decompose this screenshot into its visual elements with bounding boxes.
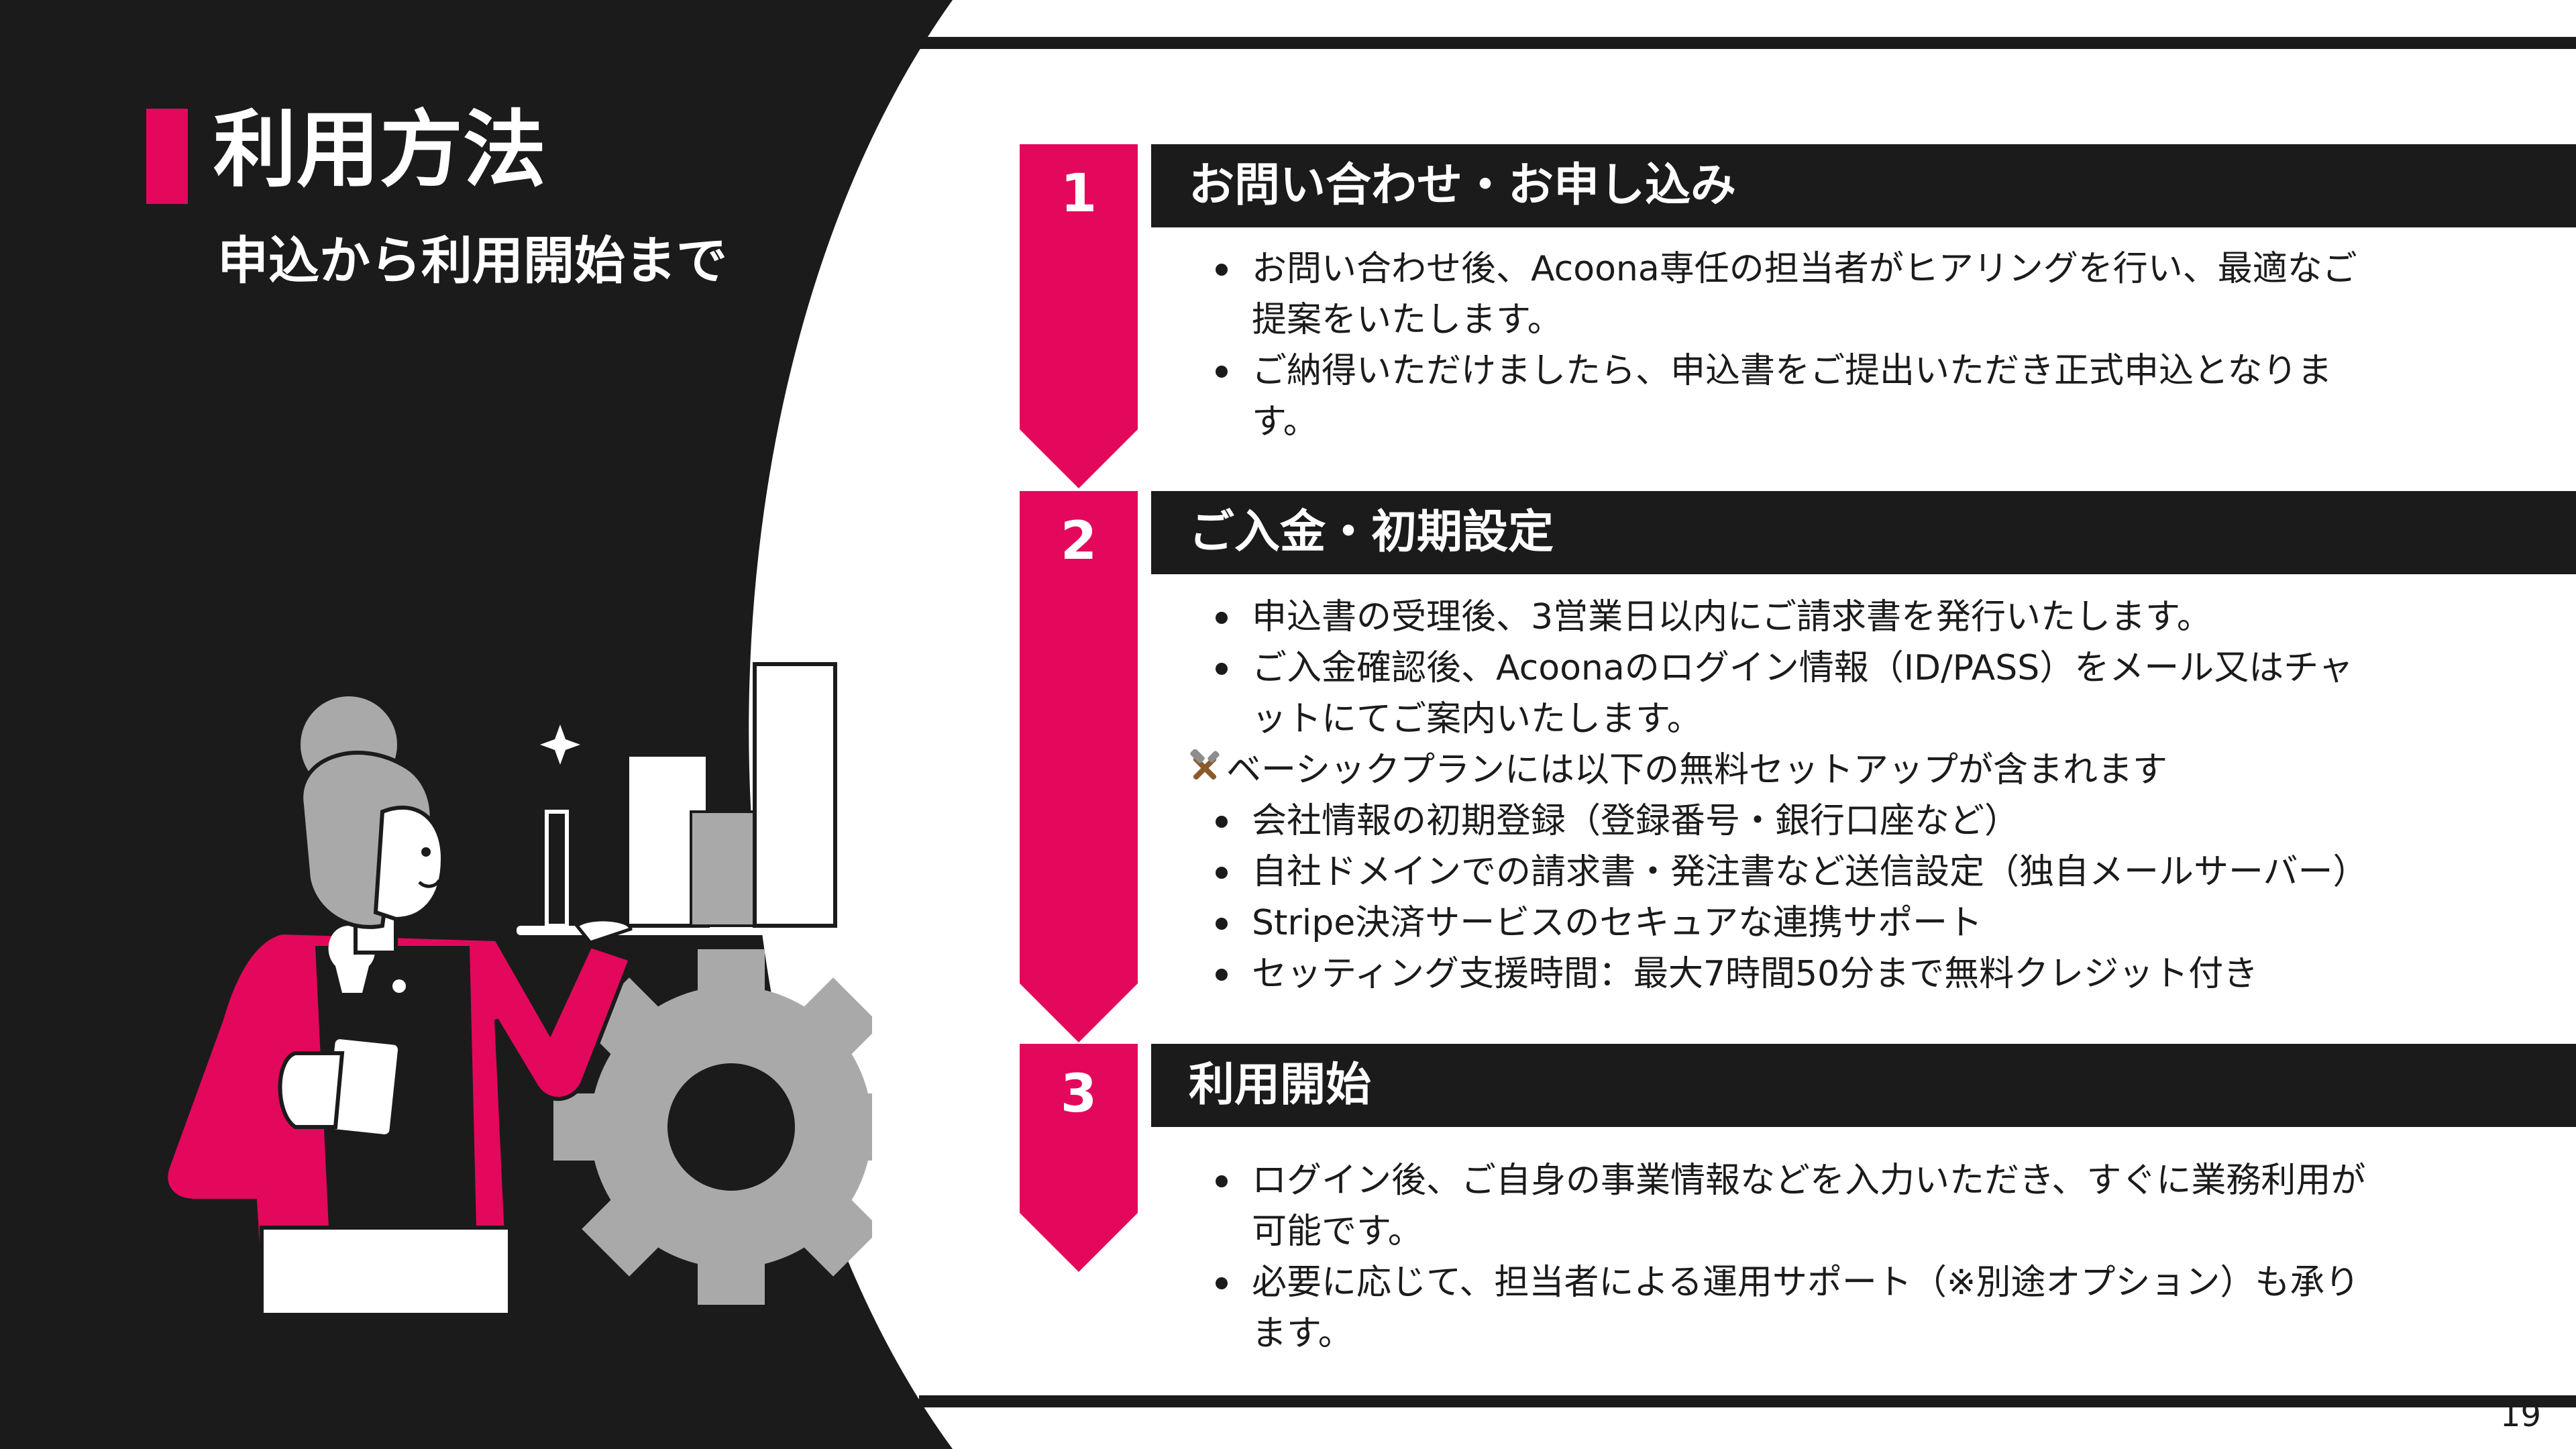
hand [278, 1051, 345, 1129]
step-2-bullets: 申込書の受理後、3営業日以内にご請求書を発行いたします。 ご入金確認後、Acoo… [1208, 592, 2442, 745]
setup-note: ベーシックプランには以下の無料セットアップが含まれます [1186, 745, 2528, 796]
list-item: Stripe決済サービスのセキュアな連携サポート [1208, 898, 2442, 949]
list-item: ログイン後、ご自身の事業情報などを入力いただき、すぐに業務利用が可能です。 [1208, 1155, 2442, 1257]
list-item: 会社情報の初期登録（登録番号・銀行口座など） [1208, 796, 2442, 847]
woman-pants [260, 1226, 512, 1315]
setup-items: 会社情報の初期登録（登録番号・銀行口座など） 自社ドメインでの請求書・発注書など… [1208, 796, 2442, 1000]
list-item: ご入金確認後、Acoonaのログイン情報（ID/PASS）をメール又はチャットに… [1208, 643, 2442, 745]
gear-icon [553, 949, 872, 1305]
list-item: ご納得いただけましたら、申込書をご提出いただき正式申込となります。 [1208, 345, 2442, 447]
page-number: 19 [2500, 1397, 2541, 1434]
list-item: 必要に応じて、担当者による運用サポート（※別途オプション）も承ります。 [1208, 1257, 2442, 1359]
step-1-title: お問い合わせ・お申し込み [1189, 159, 1737, 212]
step-1-arrow [1020, 144, 1138, 488]
tools-icon [1186, 745, 1226, 796]
sparkle-icon [540, 724, 580, 765]
step-3-title: 利用開始 [1189, 1059, 1372, 1112]
top-divider-line [919, 37, 2576, 49]
list-item: 自社ドメインでの請求書・発注書など送信設定（独自メールサーバー） [1208, 847, 2442, 898]
face [373, 805, 445, 922]
step-1-number: 1 [1060, 164, 1097, 224]
list-item: 申込書の受理後、3営業日以内にご請求書を発行いたします。 [1208, 592, 2442, 643]
page-title: 利用方法 [213, 102, 547, 199]
smile [418, 879, 441, 888]
page-subtitle: 申込から利用開始まで [217, 231, 727, 290]
list-item: お問い合わせ後、Acoona専任の担当者がヒアリングを行い、最適なご提案をいたし… [1208, 244, 2442, 345]
step-3-header: 利用開始 [1151, 1044, 2576, 1127]
step-1-bullets: お問い合わせ後、Acoona専任の担当者がヒアリングを行い、最適なご提案をいたし… [1208, 244, 2442, 447]
chart-bar-1 [545, 810, 569, 928]
step-3-bullets: ログイン後、ご自身の事業情報などを入力いただき、すぐに業務利用が可能です。 必要… [1208, 1155, 2442, 1359]
step-1-header: お問い合わせ・お申し込み [1151, 144, 2576, 227]
chart-bar-4 [753, 662, 837, 928]
hair [299, 751, 434, 929]
bottom-divider-line [919, 1395, 2576, 1407]
step-2-header: ご入金・初期設定 [1151, 491, 2576, 574]
step-3-arrow [1020, 1044, 1138, 1272]
woman-with-chart-illustration [164, 662, 872, 1315]
step-2-number: 2 [1060, 511, 1097, 572]
step-2-arrow [1020, 491, 1138, 1042]
title-accent-bar [146, 109, 188, 204]
list-item: セッティング支援時間：最大7時間50分まで無料クレジット付き [1208, 949, 2442, 1000]
tray-hand [574, 918, 633, 945]
setup-note-text: ベーシックプランには以下の無料セットアップが含まれます [1226, 750, 2167, 790]
step-3-number: 3 [1060, 1064, 1097, 1124]
eye [421, 847, 431, 857]
step-2-title: ご入金・初期設定 [1189, 506, 1554, 559]
